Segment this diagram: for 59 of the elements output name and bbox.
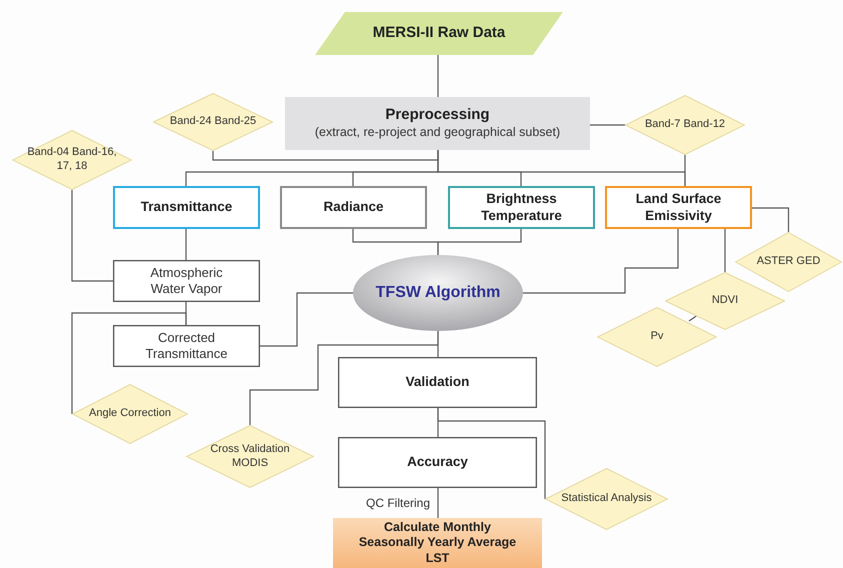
input-diamond [735,232,842,292]
connector-line [590,124,625,126]
input-diamond [665,272,785,330]
node-label: Brightness Temperature [480,190,563,224]
connector-line [260,292,353,347]
result-box [333,518,542,568]
input-diamond [12,130,132,190]
connector-line [249,331,439,425]
node-label: Accuracy [406,454,469,471]
process-box [113,325,260,367]
node-label: MERSI-II Raw Data [372,24,506,43]
node-subtitle: (extract, re-project and geographical subset) [314,125,562,141]
node-label: Corrected Transmittance [144,330,228,362]
connector-line [724,229,726,272]
process-box [280,186,427,229]
node-label: TFSW Algorithm [374,283,502,303]
process-box [338,437,537,488]
process-box [448,186,595,229]
process-box [338,357,537,408]
node-label: Validation [404,374,470,391]
node-label: Atmospheric Water Vapor [149,264,224,298]
process-box [605,186,752,229]
input-diamond [186,425,314,488]
input-diamond [597,307,717,367]
node-label: Pv [650,330,664,344]
connector-line [71,190,113,282]
node-label: Angle Correction [88,407,172,421]
connector-line [523,229,679,294]
connector-line [437,55,439,97]
connector-line [71,312,187,414]
node-label: Cross Validation MODIS [209,442,291,470]
connector-line [437,229,522,255]
connector-line [437,488,439,518]
node-label: Land Surface Emissivity [634,190,722,224]
connector-line [752,207,790,232]
connector-line [688,315,698,322]
node-label: ASTER GED [756,255,822,269]
data-parallelogram [315,12,563,55]
input-diamond [153,93,273,151]
node-label: Band-7 Band-12 [644,118,726,132]
input-diamond [625,95,745,155]
node-label: Preprocessing [384,106,491,126]
algorithm-ellipse [353,255,523,331]
node-label: NDVI [710,294,740,308]
node-label: Calculate Monthly Seasonally Yearly Average LST [358,520,518,566]
process-box [285,97,590,150]
node-label: Transmittance [140,199,234,216]
input-diamond [72,384,188,444]
node-label: Radiance [322,199,385,216]
input-diamond [545,468,668,530]
process-box [113,260,260,302]
connector-line [185,229,187,260]
node-label: Band-24 Band-25 [168,115,258,129]
connector-line [437,408,546,499]
connector-line [684,155,686,186]
connector-line [212,150,439,161]
node-label: Statistical Analysis [560,492,653,506]
process-box [113,186,260,229]
node-label: Band-04 Band-16, 17, 18 [26,146,118,174]
